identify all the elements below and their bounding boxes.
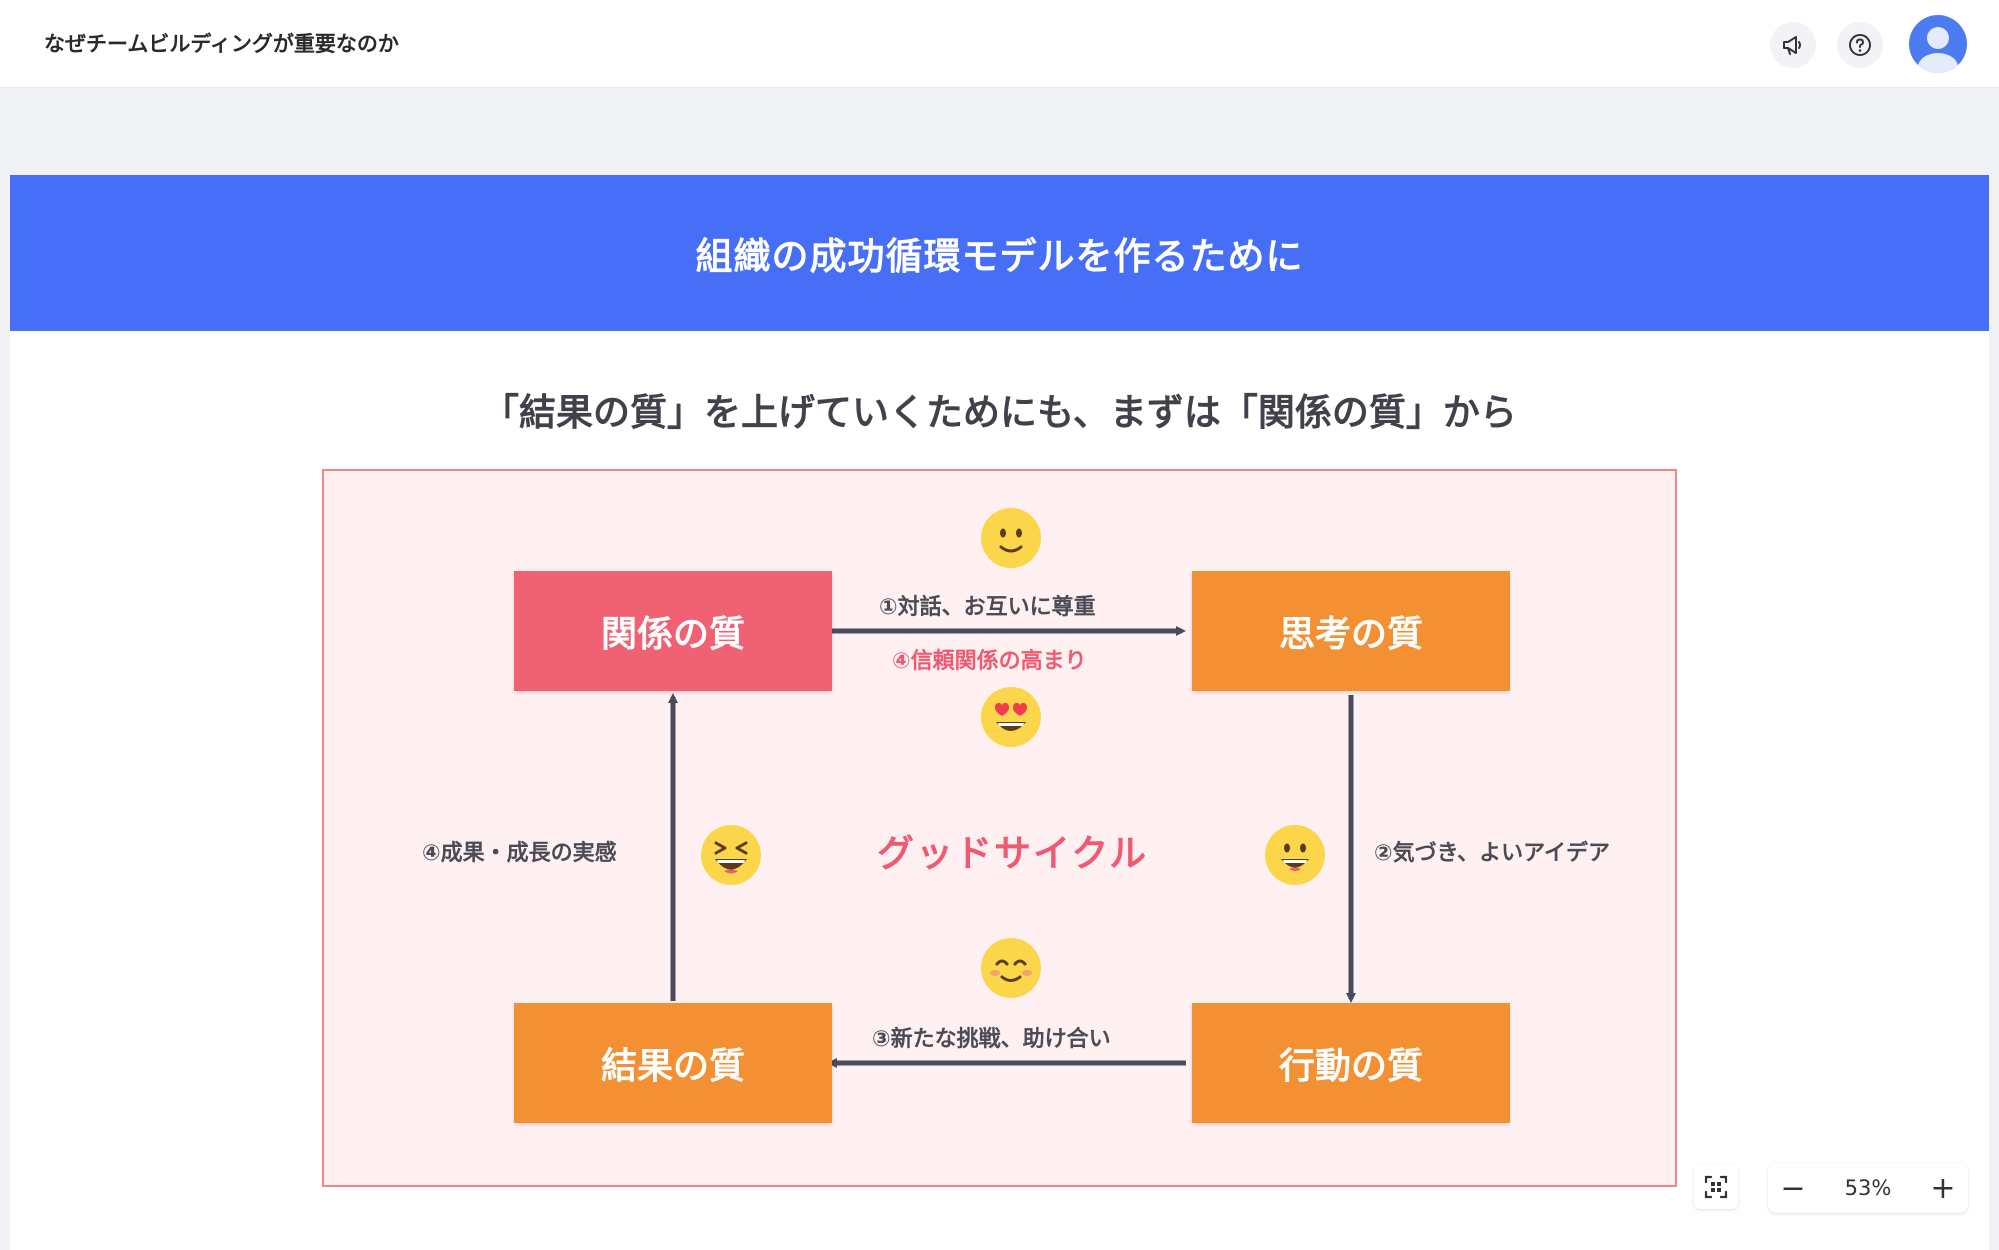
megaphone-icon bbox=[1783, 36, 1801, 55]
label-step3[interactable]: ③新たな挑戦、助け合い bbox=[872, 1027, 1111, 1052]
fit-screen-icon bbox=[1704, 1175, 1728, 1199]
box-action-quality[interactable]: 行動の質 bbox=[1192, 1003, 1510, 1123]
blush-smile-emoji-icon[interactable] bbox=[980, 937, 1042, 999]
good-cycle-label[interactable]: グッドサイクル bbox=[877, 832, 1149, 875]
zoom-in-button[interactable]: + bbox=[1930, 1170, 1956, 1206]
help-icon bbox=[1849, 34, 1871, 56]
slide-canvas[interactable]: 組織の成功循環モデルを作るために 「結果の質」を上げていくためにも、まずは「関係… bbox=[10, 175, 1989, 1250]
zoom-level[interactable]: 53% bbox=[1844, 1176, 1892, 1200]
label-step4-growth[interactable]: ④成果・成長の実感 bbox=[422, 841, 617, 866]
success-cycle-diagram: 関係の質 思考の質 行動の質 結果の質 ①対話、お互いに尊重 ④信頼関係の高まり… bbox=[322, 469, 1677, 1187]
slight-smile-emoji-icon[interactable] bbox=[980, 507, 1042, 569]
zoom-controls: − 53% + bbox=[1768, 1163, 1968, 1213]
user-icon bbox=[1918, 27, 1958, 73]
box-relationship-quality[interactable]: 関係の質 bbox=[514, 571, 832, 691]
label-step1[interactable]: ①対話、お互いに尊重 bbox=[879, 595, 1096, 620]
slide-header-banner: 組織の成功循環モデルを作るために bbox=[10, 175, 1989, 331]
help-button[interactable] bbox=[1837, 22, 1883, 68]
heart-eyes-emoji-icon[interactable] bbox=[980, 686, 1042, 748]
label-step2[interactable]: ②気づき、よいアイデア bbox=[1374, 841, 1610, 866]
top-bar: なぜチームビルディングが重要なのか bbox=[0, 0, 1999, 88]
announcements-button[interactable] bbox=[1770, 22, 1816, 68]
zoom-out-button[interactable]: − bbox=[1780, 1170, 1806, 1206]
user-avatar[interactable] bbox=[1909, 15, 1967, 73]
slide-subtitle: 「結果の質」を上げていくためにも、まずは「関係の質」から bbox=[482, 391, 1517, 434]
laughing-emoji-icon[interactable] bbox=[700, 824, 762, 886]
box-result-quality[interactable]: 結果の質 bbox=[514, 1003, 832, 1123]
box-thinking-quality[interactable]: 思考の質 bbox=[1192, 571, 1510, 691]
label-step4-trust[interactable]: ④信頼関係の高まり bbox=[892, 649, 1087, 674]
grinning-emoji-icon[interactable] bbox=[1264, 824, 1326, 886]
slide-header-title: 組織の成功循環モデルを作るために bbox=[695, 235, 1304, 278]
document-title[interactable]: なぜチームビルディングが重要なのか bbox=[44, 32, 399, 56]
fit-to-screen-button[interactable] bbox=[1694, 1165, 1738, 1209]
cycle-arrows bbox=[668, 626, 1356, 1068]
